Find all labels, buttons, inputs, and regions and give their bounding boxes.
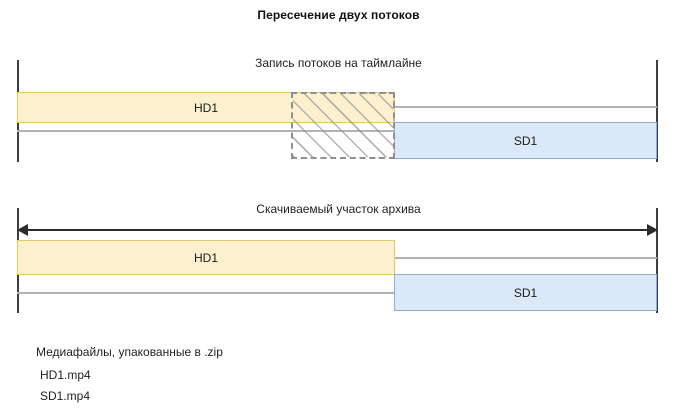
- section-caption-download: Скачиваемый участок архива: [256, 202, 421, 216]
- download-bar-hd1[interactable]: HD1: [17, 240, 395, 275]
- download-bar-sd1[interactable]: SD1: [394, 274, 657, 311]
- media-files-block: Медиафайлы, упакованные в .zip HD1.mp4 S…: [36, 342, 223, 407]
- media-file-item-hd1: HD1.mp4: [40, 368, 91, 382]
- arrow-shaft: [25, 229, 650, 231]
- timeline-bar-sd1[interactable]: SD1: [394, 122, 657, 159]
- download-sd1-continuation-rule: [17, 292, 395, 294]
- arrow-right-head-icon: [647, 224, 658, 236]
- section-caption-timeline: Запись потоков на таймлайне: [255, 56, 422, 70]
- timeline-overlap-region: [291, 92, 395, 159]
- download-hd1-continuation-rule: [394, 257, 657, 259]
- download-bar-sd1-label: SD1: [513, 285, 538, 300]
- media-files-heading: Медиафайлы, упакованные в .zip: [36, 345, 223, 359]
- timeline-bar-sd1-label: SD1: [513, 133, 538, 148]
- media-file-item-sd1: SD1.mp4: [40, 389, 91, 403]
- timeline-bar-hd1-label: HD1: [193, 100, 218, 115]
- arrow-left-head-icon: [17, 224, 28, 236]
- timeline-sd1-continuation-rule: [17, 130, 395, 132]
- download-right-edge-marker: [656, 208, 658, 313]
- download-bar-hd1-label: HD1: [193, 250, 218, 265]
- download-span-arrow: [17, 224, 658, 236]
- page-title: Пересечение двух потоков: [257, 8, 420, 22]
- timeline-hd1-continuation-rule: [394, 106, 657, 108]
- timeline-right-edge-marker: [656, 60, 658, 162]
